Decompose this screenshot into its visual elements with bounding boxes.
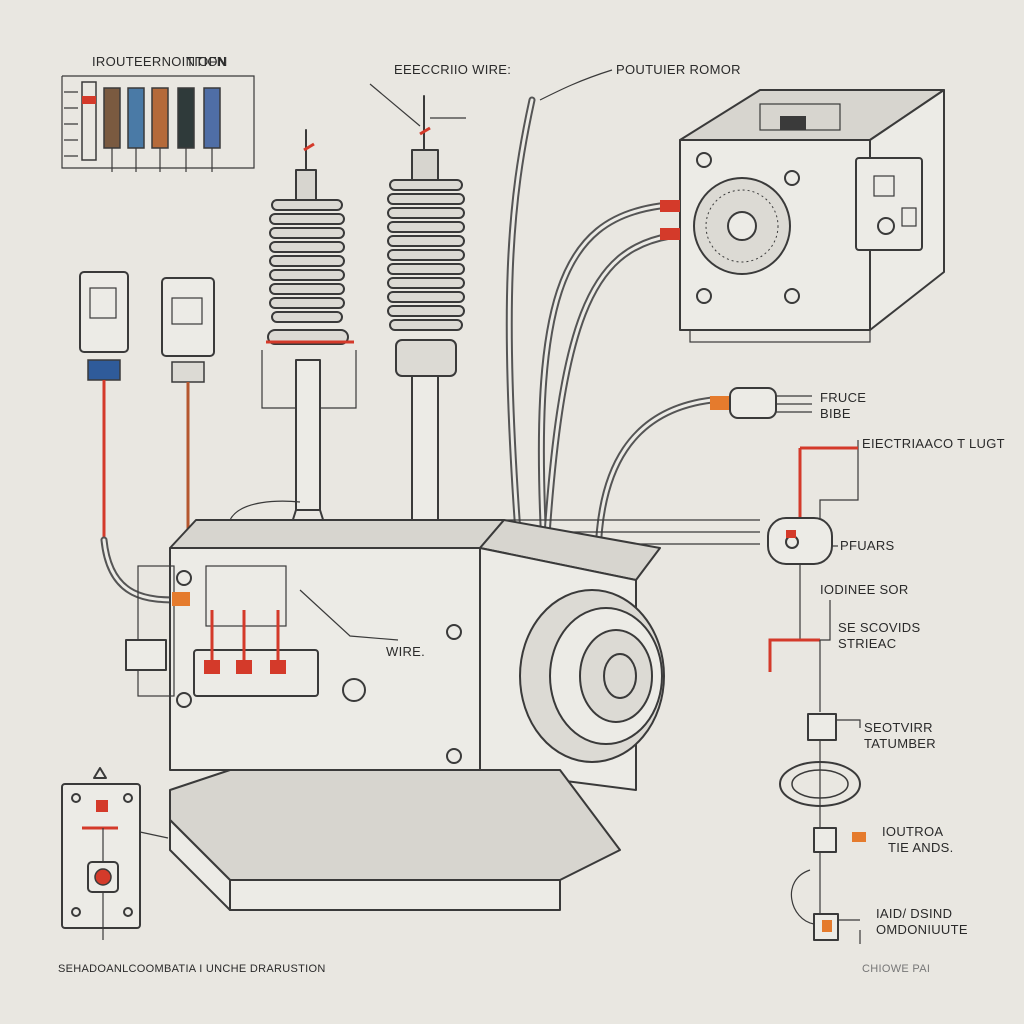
label-strieac: STRIEAC — [838, 636, 896, 651]
insulator-left-fins — [266, 199, 354, 345]
label-fruce-sub: BIBE — [820, 406, 851, 421]
insulator-left — [261, 129, 357, 549]
label-se-scovids: SE SCOVIDS — [838, 620, 920, 635]
power-motor — [660, 89, 945, 343]
legend-title: IROUTEERNOINTION — [92, 54, 228, 69]
insulator-right — [387, 95, 466, 573]
legend-title-suffix: TIOFN — [186, 54, 227, 69]
motor-fan — [693, 177, 791, 275]
label-iodinee: IODINEE SOR — [820, 582, 909, 597]
label-seotvirr: SEOTVIRR — [864, 720, 933, 735]
insulator-right-fins — [387, 179, 465, 377]
legend-arrows — [64, 91, 78, 157]
transformer-body — [125, 519, 665, 911]
side-motor — [519, 589, 665, 763]
label-power-motor: POUTUIER ROMOR — [616, 62, 741, 77]
right-plug — [710, 387, 812, 419]
label-fruce: FRUCE — [820, 390, 866, 405]
label-iaid-dsind: IAID/ DSIND — [876, 906, 952, 921]
label-omdonuiute: OMDONIUUTE — [876, 922, 968, 937]
right-component-chain — [767, 440, 866, 944]
bottom-caption: SEHADOANLCOOMBATIA I UNCHE DRARUSTION — [58, 963, 326, 975]
label-ioutroa: IOUTROA — [882, 824, 943, 839]
legend-coils — [81, 81, 221, 172]
label-wire: WIRE. — [386, 644, 425, 659]
labels: EEECCRIIO WIRE: POUTUIER ROMOR FRUCE BIB… — [58, 62, 1005, 975]
label-pfuars: PFUARS — [840, 538, 895, 553]
terminal-block — [172, 592, 319, 697]
label-tie-ands: TIE ANDS. — [888, 840, 954, 855]
left-sensor-1 — [79, 271, 129, 540]
bottom-left-panel — [61, 767, 169, 940]
legend-frame — [61, 75, 255, 169]
label-electrical-lugt: EIECTRIAACO T LUGT — [862, 436, 1005, 451]
label-chiowe-pai: CHIOWE PAI — [862, 963, 930, 975]
left-sensor-2 — [161, 277, 215, 540]
label-electric-wire: EEECCRIIO WIRE: — [394, 62, 511, 77]
component-legend: IROUTEERNOINTION TIOFN — [61, 54, 255, 172]
label-tatumber: TATUMBER — [864, 736, 936, 751]
